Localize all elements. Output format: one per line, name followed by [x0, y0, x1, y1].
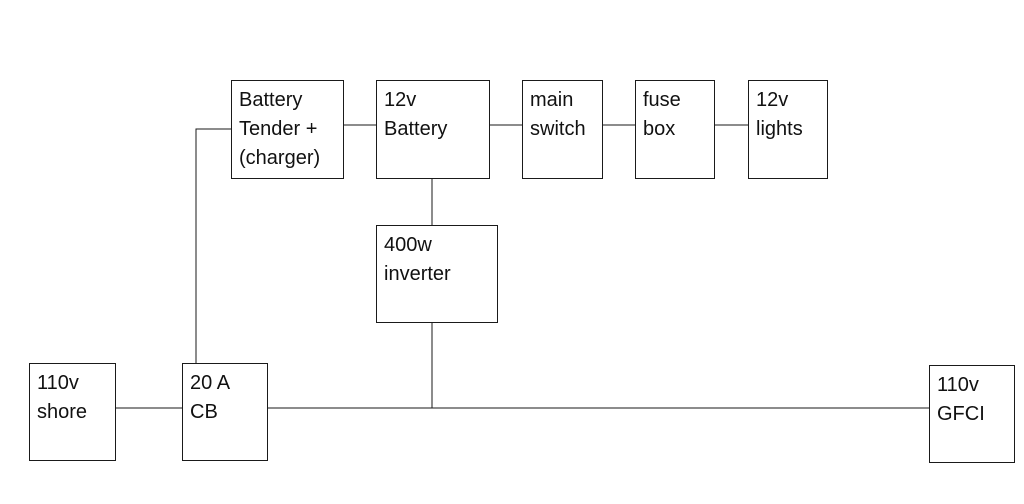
battery-label-2: Battery — [384, 118, 448, 140]
shore-label-1: 110v — [37, 372, 79, 394]
gfci-box: 110v GFCI — [929, 365, 1015, 463]
lights-box: 12v lights — [748, 80, 828, 179]
gfci-label-2: GFCI — [937, 403, 985, 425]
gfci-label-1: 110v — [937, 374, 979, 396]
fuse-box-box: fuse box — [635, 80, 715, 179]
main-switch-label-2: switch — [530, 118, 586, 140]
battery-tender-label-2: Tender + — [239, 118, 318, 140]
main-switch-label-1: main — [530, 89, 574, 111]
breaker-box: 20 A CB — [182, 363, 268, 461]
shore-label-2: shore — [37, 401, 88, 423]
inverter-label-2: inverter — [384, 263, 451, 285]
fuse-box-label-2: box — [643, 118, 676, 140]
inverter-box: 400w inverter — [376, 225, 498, 323]
lights-label-1: 12v — [756, 89, 789, 111]
fuse-box-label-1: fuse — [643, 89, 681, 111]
battery-tender-box: Battery Tender + (charger) — [231, 80, 344, 179]
wire-tender-to-breaker — [195, 128, 231, 363]
battery-tender-label-1: Battery — [239, 89, 303, 111]
inverter-label-1: 400w — [384, 234, 432, 256]
lights-label-2: lights — [756, 118, 803, 140]
battery-tender-label-3: (charger) — [239, 147, 321, 169]
main-switch-box: main switch — [522, 80, 603, 179]
breaker-label-2: CB — [190, 401, 218, 423]
shore-box: 110v shore — [29, 363, 116, 461]
breaker-label-1: 20 A — [190, 372, 231, 394]
battery-box: 12v Battery — [376, 80, 490, 179]
battery-label-1: 12v — [384, 89, 417, 111]
